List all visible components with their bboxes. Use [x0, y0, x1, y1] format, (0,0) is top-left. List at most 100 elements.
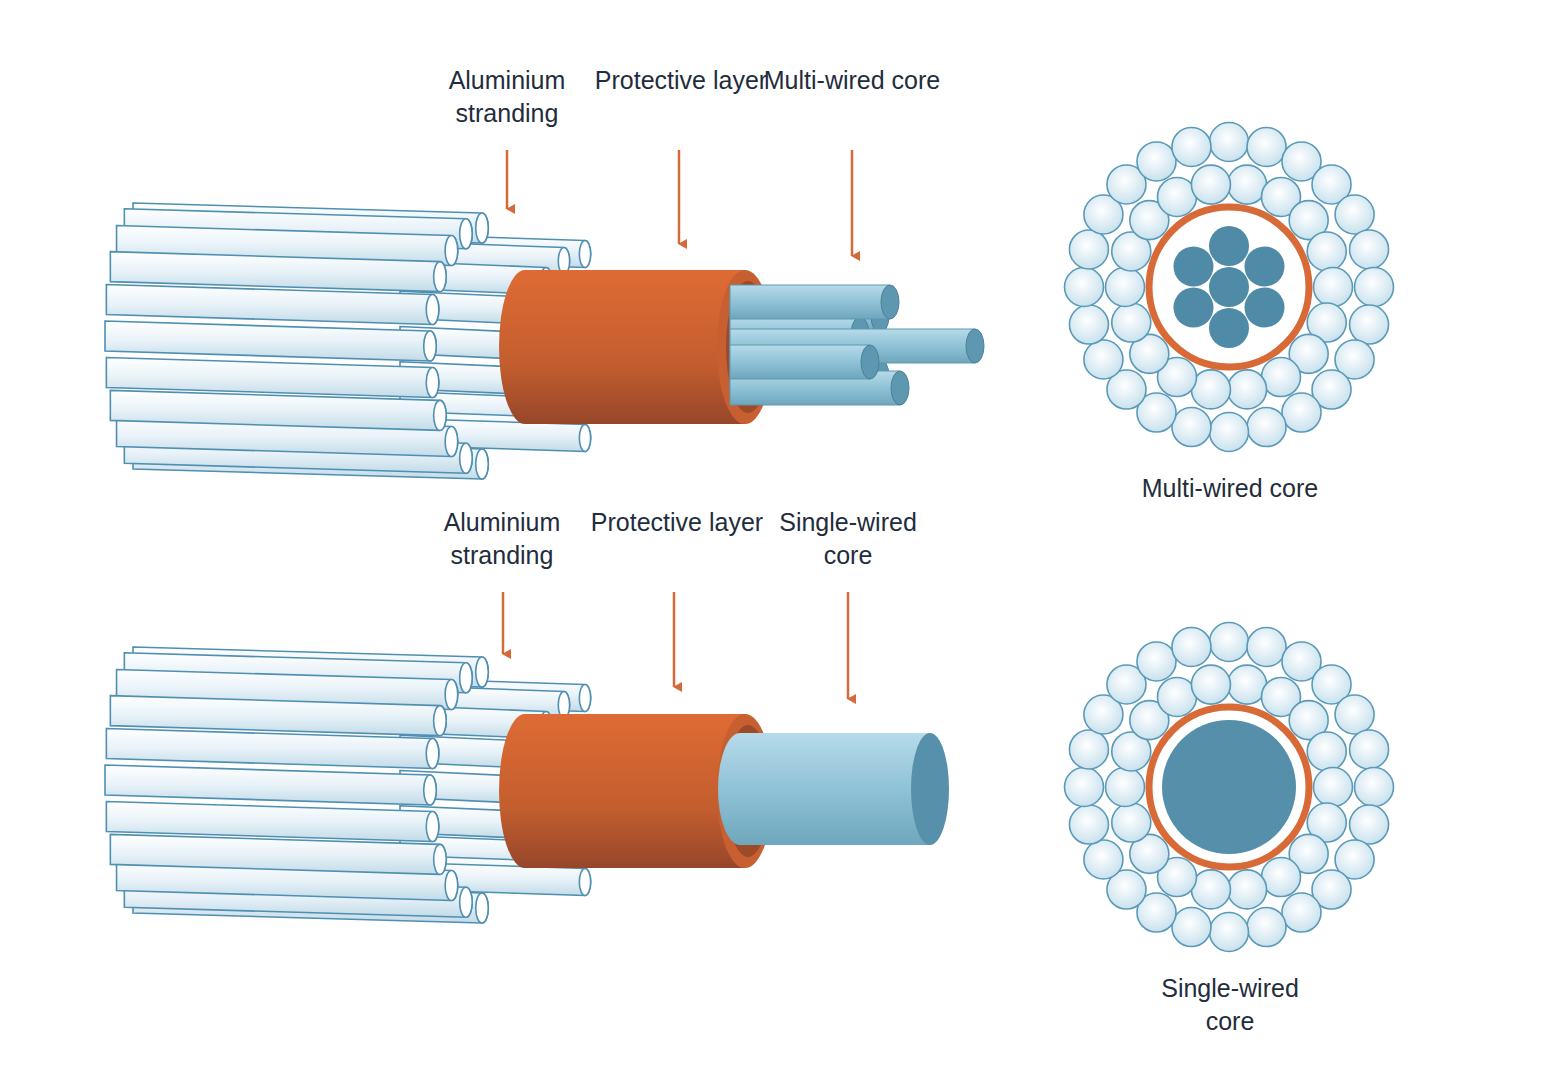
aluminium-strand-section — [1084, 840, 1123, 879]
strand-end — [445, 680, 458, 710]
strand-end — [424, 331, 437, 361]
aluminium-strand-section — [1084, 340, 1123, 379]
aluminium-strand-section — [1069, 230, 1108, 269]
aluminium-strand-section — [1172, 408, 1211, 447]
core-wire — [730, 345, 870, 379]
aluminium-strand-section — [1228, 370, 1267, 409]
aluminium-strand-section — [1228, 165, 1267, 204]
caption-label: Multi-wired core — [1140, 472, 1320, 505]
cable-cross-section — [1065, 623, 1394, 952]
single-core-end — [911, 733, 949, 845]
core-wire-section — [1209, 267, 1249, 307]
aluminium-strand-section — [1210, 623, 1249, 662]
aluminium-strand-section — [1262, 858, 1301, 897]
aluminium-strand-section — [1314, 268, 1353, 307]
aluminium-strand-section — [1350, 730, 1389, 769]
aluminium-strand-section — [1335, 695, 1374, 734]
strand-end — [460, 443, 473, 473]
aluminium-strand-section — [1172, 127, 1211, 166]
strand-end — [460, 887, 473, 917]
strand-end — [426, 367, 439, 397]
aluminium-strand-section — [1191, 870, 1230, 909]
strand-end — [426, 811, 439, 841]
aluminium-strand — [105, 321, 436, 361]
strand-end — [579, 425, 590, 452]
aluminium-strand-section — [1065, 268, 1104, 307]
aluminium-strand-section — [1137, 642, 1176, 681]
aluminium-strand-section — [1314, 768, 1353, 807]
strand-end — [476, 893, 489, 923]
leader-arrow — [506, 150, 509, 209]
single-core — [718, 733, 930, 845]
aluminium-strand-section — [1191, 665, 1230, 704]
aluminium-strand-section — [1106, 768, 1145, 807]
aluminium-strand-section — [1210, 913, 1249, 952]
aluminium-strand-section — [1172, 627, 1211, 666]
core-wire-section — [1209, 226, 1249, 266]
protective-layer — [499, 714, 745, 868]
strand-end — [426, 739, 439, 769]
strand-end — [424, 775, 437, 805]
aluminium-strand-section — [1065, 768, 1104, 807]
part-label: Single-wired core — [758, 506, 938, 572]
cable-cross-section — [1065, 123, 1394, 452]
strand-end — [476, 213, 489, 243]
cable-side-view — [105, 647, 949, 923]
aluminium-strand-section — [1262, 358, 1301, 397]
part-label: Multi-wired core — [762, 64, 942, 97]
strand-end — [460, 219, 473, 249]
aluminium-strand-section — [1191, 165, 1230, 204]
part-label: Protective layer — [591, 64, 771, 97]
leader-arrow — [678, 150, 681, 244]
core-wire-section — [1173, 247, 1213, 287]
strand-end — [445, 426, 458, 456]
aluminium-strand-section — [1069, 805, 1108, 844]
aluminium-strand-section — [1282, 893, 1321, 932]
strand-end — [434, 400, 447, 430]
strand-end — [460, 663, 473, 693]
aluminium-strand-section — [1350, 230, 1389, 269]
core-wire-end — [881, 285, 899, 319]
aluminium-strand-section — [1247, 908, 1286, 947]
aluminium-strand-section — [1307, 232, 1346, 271]
aluminium-strand-section — [1247, 127, 1286, 166]
aluminium-strand — [106, 801, 438, 841]
strand-end — [476, 657, 489, 687]
aluminium-strand-section — [1106, 268, 1145, 307]
strand-end — [434, 844, 447, 874]
part-label: Protective layer — [587, 506, 767, 539]
aluminium-strand-section — [1307, 732, 1346, 771]
core-wire-end — [861, 345, 879, 379]
core-wire-section — [1173, 288, 1213, 328]
aluminium-strand-section — [1350, 305, 1389, 344]
leader-arrows — [503, 150, 852, 699]
aluminium-strand-section — [1137, 142, 1176, 181]
leader-arrow — [847, 592, 850, 699]
core-wire-section — [1245, 247, 1285, 287]
strand-end — [434, 706, 447, 736]
protective-layer — [499, 270, 745, 424]
strand-end — [445, 870, 458, 900]
aluminium-strand-section — [1355, 768, 1394, 807]
strand-end — [579, 869, 590, 896]
leader-arrow — [851, 150, 854, 256]
aluminium-strand — [106, 729, 438, 769]
part-label: Aluminium stranding — [412, 506, 592, 572]
strand-end — [445, 236, 458, 266]
aluminium-strand-section — [1228, 870, 1267, 909]
core-wire-end — [966, 329, 984, 363]
part-label: Aluminium stranding — [417, 64, 597, 130]
core-wire — [730, 285, 890, 319]
protective-layer-section — [1149, 207, 1309, 367]
core-wire-section — [1209, 308, 1249, 348]
aluminium-strand — [106, 357, 438, 397]
core-wire-end — [891, 371, 909, 405]
aluminium-strand-section — [1247, 627, 1286, 666]
strand-end — [476, 449, 489, 479]
aluminium-strand-section — [1158, 677, 1197, 716]
aluminium-strand — [106, 285, 438, 325]
aluminium-strand-section — [1158, 177, 1197, 216]
strand-end — [426, 295, 439, 325]
leader-arrow — [673, 592, 676, 687]
